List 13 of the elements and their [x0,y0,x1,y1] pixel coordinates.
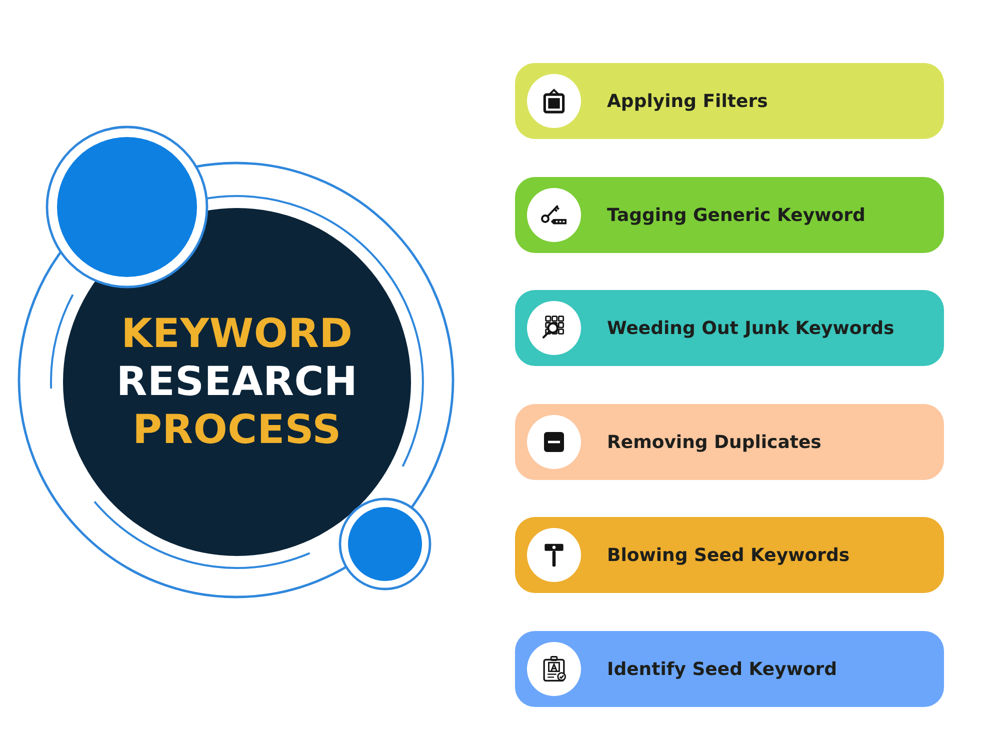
step-card [515,404,944,480]
step-label: Blowing Seed Keywords [607,544,850,566]
step-card [515,631,944,707]
step-card [515,63,944,139]
step-card [515,517,944,593]
step-label: Applying Filters [607,90,768,112]
step-label: Weeding Out Junk Keywords [607,318,894,338]
step-label: Removing Duplicates [607,432,822,452]
heading-text: KEYWORD RESEARCH PROCESS [116,310,358,454]
step-card [515,290,944,366]
step-label: Tagging Generic Keyword [607,204,866,226]
step-label: Identify Seed Keyword [607,658,838,680]
step-card [515,177,944,253]
